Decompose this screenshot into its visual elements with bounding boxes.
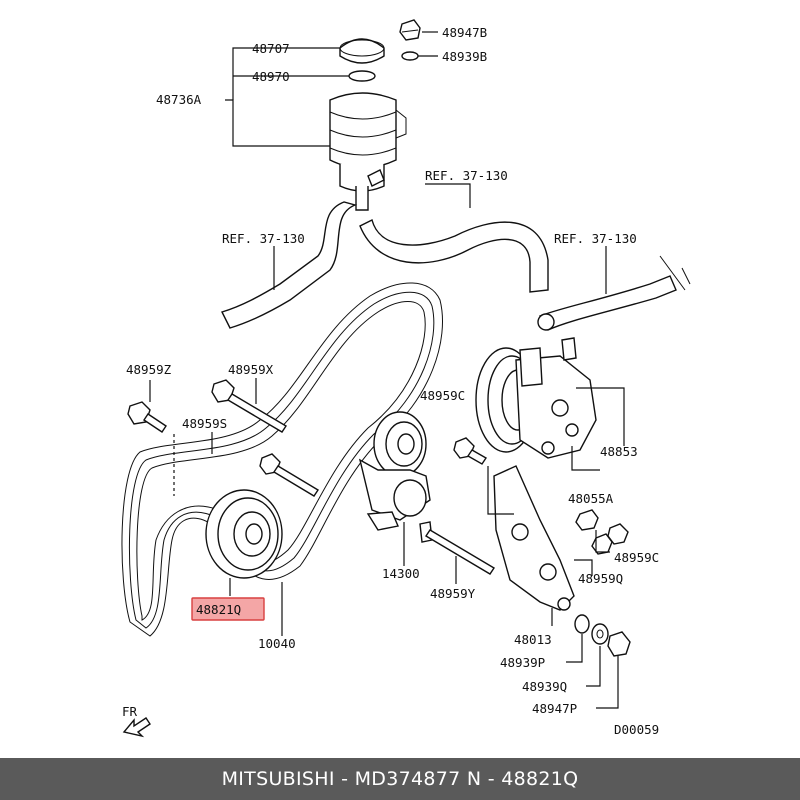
label-48959c-lower[interactable]: 48959C xyxy=(614,550,659,565)
highlight-box xyxy=(191,597,265,621)
label-48939q[interactable]: 48939Q xyxy=(522,679,567,694)
label-48959z[interactable]: 48959Z xyxy=(126,362,172,377)
reservoir-tank[interactable] xyxy=(329,92,407,211)
bolt-48959q[interactable] xyxy=(591,533,613,555)
label-48947b[interactable]: 48947B xyxy=(442,25,487,40)
washer-48939p[interactable] xyxy=(574,614,590,634)
label-48970[interactable]: 48970 xyxy=(252,69,290,84)
part-number-banner: MITSUBISHI - MD374877 N - 48821Q xyxy=(0,758,800,800)
label-48707[interactable]: 48707 xyxy=(252,41,290,56)
label-48853[interactable]: 48853 xyxy=(600,444,638,459)
filler-washer[interactable] xyxy=(401,51,419,61)
label-48959s[interactable]: 48959S xyxy=(182,416,227,431)
filler-nut[interactable] xyxy=(399,19,421,41)
label-fr: FR xyxy=(122,704,138,719)
label-14300[interactable]: 14300 xyxy=(382,566,420,581)
power-steering-pump[interactable] xyxy=(475,337,597,459)
label-48013[interactable]: 48013 xyxy=(514,632,552,647)
nut-48947p[interactable] xyxy=(607,631,631,657)
label-48959c-upper[interactable]: 48959C xyxy=(420,388,465,403)
label-48055a[interactable]: 48055A xyxy=(568,491,614,506)
bolt-48959z[interactable] xyxy=(127,401,167,433)
reservoir-cap[interactable] xyxy=(339,38,385,64)
label-48939p[interactable]: 48939P xyxy=(500,655,545,670)
label-48959q[interactable]: 48959Q xyxy=(578,571,623,586)
bolt-48959c-lower[interactable] xyxy=(575,509,629,545)
diagram-code: D00059 xyxy=(614,722,659,737)
label-48939b[interactable]: 48939B xyxy=(442,49,487,64)
label-ref-left[interactable]: REF. 37-130 xyxy=(222,231,305,246)
belt-tensioner[interactable] xyxy=(358,411,431,531)
suction-hose[interactable] xyxy=(221,201,358,329)
washer-48939q[interactable] xyxy=(591,623,609,645)
label-48959x[interactable]: 48959X xyxy=(228,362,274,377)
parts-diagram: 48707 48970 48736A 48947B 48939B REF. 37… xyxy=(121,19,691,738)
idler-pulley[interactable] xyxy=(205,489,283,579)
label-48959y[interactable]: 48959Y xyxy=(430,586,476,601)
bolt-48959c-upper[interactable] xyxy=(453,437,487,465)
return-hose[interactable] xyxy=(359,218,549,293)
bolt-48959x[interactable] xyxy=(211,379,287,433)
label-48947p[interactable]: 48947P xyxy=(532,701,577,716)
label-48736a[interactable]: 48736A xyxy=(156,92,202,107)
label-48821q[interactable]: 48821Q xyxy=(196,602,241,617)
bolt-48959y[interactable] xyxy=(419,521,495,575)
bolt-48959s[interactable] xyxy=(259,453,319,497)
reservoir-o-ring[interactable] xyxy=(348,70,376,82)
front-arrow-icon xyxy=(122,717,151,738)
label-ref-right[interactable]: REF. 37-130 xyxy=(554,231,637,246)
pump-bracket[interactable] xyxy=(493,465,575,611)
label-ref-upper[interactable]: REF. 37-130 xyxy=(425,168,508,183)
label-10040[interactable]: 10040 xyxy=(258,636,296,651)
pressure-hose[interactable] xyxy=(537,255,691,331)
